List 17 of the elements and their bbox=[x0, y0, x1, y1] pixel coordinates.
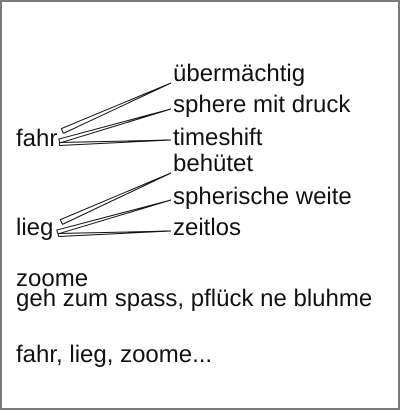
word-label: übermächtig bbox=[171, 64, 308, 84]
text-line: zoome bbox=[16, 269, 88, 289]
word-label: zeitlos bbox=[171, 218, 244, 238]
wedge-connector bbox=[60, 82, 172, 134]
word-label: spherische weite bbox=[171, 187, 354, 207]
wedge-connector bbox=[56, 200, 172, 234]
word-label: sphere mit druck bbox=[171, 95, 352, 115]
word-label: behütet bbox=[171, 154, 256, 174]
text-line: geh zum spass, pflück ne bluhme bbox=[16, 289, 372, 309]
wedge-connector bbox=[58, 108, 172, 144]
wedge-connector bbox=[58, 230, 172, 237]
word-label: timeshift bbox=[171, 128, 264, 148]
text-line: fahr, lieg, zoome... bbox=[16, 345, 212, 365]
wedge-connector bbox=[60, 172, 172, 225]
wedge-connector bbox=[58, 140, 172, 146]
word-label: lieg bbox=[14, 218, 56, 238]
word-label: fahr bbox=[14, 129, 60, 149]
